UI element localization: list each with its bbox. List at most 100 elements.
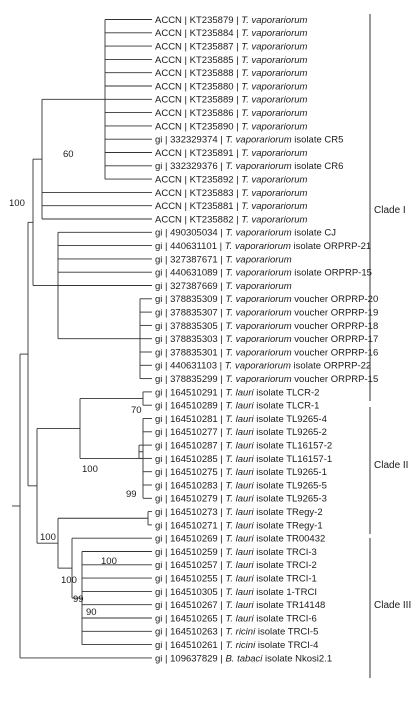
tip-species: T. lauri xyxy=(225,507,254,518)
tip-species: T. lauri xyxy=(225,467,254,478)
tip-label: gi | 327387669 | T. vaporariorum xyxy=(155,281,292,292)
tip-label: gi | 378835309 | T. vaporariorum voucher… xyxy=(155,294,378,305)
tip-isolate: isolate CR5 xyxy=(292,135,344,146)
tip-label: gi | 164510279 | T. lauri isolate TL9265… xyxy=(155,494,327,505)
tip-label: gi | 164510267 | T. lauri isolate TR1414… xyxy=(155,600,325,611)
tip-species: T. vaporariorum xyxy=(225,321,291,332)
tip-accession: gi | 164510269 | xyxy=(155,534,225,545)
tip-species: T. lauri xyxy=(225,560,254,571)
tip-accession: gi | 164510265 | xyxy=(155,613,225,624)
tip-accession: gi | 164510271 | xyxy=(155,520,225,531)
tip-label: gi | 378835301 | T. vaporariorum voucher… xyxy=(155,347,378,358)
tip-species: B. tabaci xyxy=(225,653,263,664)
tip-label: gi | 164510289 | T. lauri isolate TLCR-1 xyxy=(155,401,319,412)
tip-label: ACCN | KT235885 | T. vaporariorum xyxy=(155,55,308,66)
tip-accession: gi | 164510305 | xyxy=(155,587,225,598)
bootstrap-value: 99 xyxy=(126,489,137,500)
tip-accession: gi | 164510291 | xyxy=(155,387,225,398)
bootstrap-value: 100 xyxy=(101,556,117,567)
tip-label: ACCN | KT235892 | T. vaporariorum xyxy=(155,175,308,186)
tip-species: T. vaporariorum xyxy=(225,294,291,305)
tip-accession: ACCN | KT235879 | xyxy=(155,15,241,26)
tip-label: ACCN | KT235891 | T. vaporariorum xyxy=(155,148,308,159)
tip-isolate: isolate CR6 xyxy=(292,161,344,172)
tip-label: gi | 164510291 | T. lauri isolate TLCR-2 xyxy=(155,387,319,398)
tip-accession: gi | 378835303 | xyxy=(155,334,225,345)
tip-species: T. lauri xyxy=(225,587,254,598)
tip-species: T. lauri xyxy=(225,520,254,531)
tip-label: gi | 164510271 | T. lauri isolate TRegy-… xyxy=(155,520,323,531)
tip-isolate: isolate TR00432 xyxy=(254,534,326,545)
tip-accession: ACCN | KT235887 | xyxy=(155,42,241,53)
tip-label: gi | 164510281 | T. lauri isolate TL9265… xyxy=(155,414,327,425)
tip-label: ACCN | KT235881 | T. vaporariorum xyxy=(155,201,308,212)
tip-species: T. vaporariorum xyxy=(241,175,307,186)
tip-accession: gi | 164510279 | xyxy=(155,494,225,505)
tip-species: T. vaporariorum xyxy=(225,281,291,292)
tip-species: T. vaporariorum xyxy=(241,15,307,26)
tip-label: ACCN | KT235890 | T. vaporariorum xyxy=(155,121,308,132)
tip-isolate: isolate TL9265-1 xyxy=(254,467,327,478)
tip-label: gi | 164510265 | T. lauri isolate TRCI-6 xyxy=(155,613,317,624)
tip-species: T. lauri xyxy=(225,454,254,465)
tip-label: gi | 440631101 | T. vaporariorum isolate… xyxy=(155,241,371,252)
tip-label: gi | 490305034 | T. vaporariorum isolate… xyxy=(155,228,336,239)
tip-label: ACCN | KT235884 | T. vaporariorum xyxy=(155,28,308,39)
tip-species: T. lauri xyxy=(225,613,254,624)
tip-accession: ACCN | KT235889 | xyxy=(155,95,241,106)
tip-isolate: isolate TL9265-3 xyxy=(254,494,327,505)
tip-isolate: isolate TRCI-1 xyxy=(254,574,317,585)
tip-accession: gi | 164510255 | xyxy=(155,574,225,585)
tip-accession: ACCN | KT235891 | xyxy=(155,148,241,159)
tip-species: T. vaporariorum xyxy=(225,334,291,345)
tip-label: gi | 164510283 | T. lauri isolate TL9265… xyxy=(155,480,327,491)
tip-species: T. vaporariorum xyxy=(241,121,307,132)
tip-species: T. vaporariorum xyxy=(225,161,291,172)
tip-accession: gi | 440631101 | xyxy=(155,241,225,252)
tip-accession: ACCN | KT235885 | xyxy=(155,55,241,66)
tip-accession: ACCN | KT235882 | xyxy=(155,214,241,225)
tip-species: T. lauri xyxy=(225,547,254,558)
tip-label: gi | 378835307 | T. vaporariorum voucher… xyxy=(155,308,378,319)
tip-species: T. lauri xyxy=(225,534,254,545)
tip-isolate: voucher ORPRP-20 xyxy=(292,294,379,305)
tip-label: gi | 332329376 | T. vaporariorum isolate… xyxy=(155,161,343,172)
tip-isolate: isolate TL16157-1 xyxy=(254,454,333,465)
tip-isolate: voucher ORPRP-15 xyxy=(292,374,379,385)
tip-isolate: isolate TRCI-4 xyxy=(255,640,318,651)
tip-species: T. vaporariorum xyxy=(225,135,291,146)
bootstrap-value: 99 xyxy=(73,594,84,605)
tip-isolate: isolate 1-TRCI xyxy=(254,587,317,598)
tip-species: T. vaporariorum xyxy=(225,374,291,385)
tip-accession: gi | 164510277 | xyxy=(155,427,225,438)
tip-label: gi | 378835305 | T. vaporariorum voucher… xyxy=(155,321,378,332)
tip-label: gi | 164510263 | T. ricini isolate TRCI-… xyxy=(155,627,318,638)
bootstrap-value: 100 xyxy=(82,464,98,475)
tip-species: T. vaporariorum xyxy=(225,361,291,372)
tip-species: T. vaporariorum xyxy=(241,81,307,92)
tip-label: gi | 164510275 | T. lauri isolate TL9265… xyxy=(155,467,327,478)
tip-accession: gi | 164510259 | xyxy=(155,547,225,558)
tip-label: gi | 164510287 | T. lauri isolate TL1615… xyxy=(155,441,332,452)
tip-label: ACCN | KT235887 | T. vaporariorum xyxy=(155,42,308,53)
tip-isolate: isolate ORPRP-21 xyxy=(291,241,371,252)
tip-accession: ACCN | KT235884 | xyxy=(155,28,241,39)
tip-accession: gi | 164510273 | xyxy=(155,507,225,518)
tip-species: T. vaporariorum xyxy=(241,55,307,66)
tip-species: T. lauri xyxy=(225,574,254,585)
bootstrap-values: 60 100 70 99 100 100 100 100 99 90 xyxy=(9,149,142,618)
tip-accession: gi | 164510289 | xyxy=(155,401,225,412)
tip-species: T. vaporariorum xyxy=(241,214,307,225)
tip-accession: gi | 164510275 | xyxy=(155,467,225,478)
tip-accession: gi | 164510261 | xyxy=(155,640,225,651)
bootstrap-value: 100 xyxy=(61,575,77,586)
tip-accession: gi | 164510257 | xyxy=(155,560,225,571)
tip-species: T. vaporariorum xyxy=(241,68,307,79)
tip-isolate: voucher ORPRP-17 xyxy=(292,334,379,345)
tip-accession: gi | 440631089 | xyxy=(155,268,225,279)
tree-branches xyxy=(12,19,152,659)
tip-accession: gi | 440631103 | xyxy=(155,361,225,372)
tip-species: T. lauri xyxy=(225,600,254,611)
